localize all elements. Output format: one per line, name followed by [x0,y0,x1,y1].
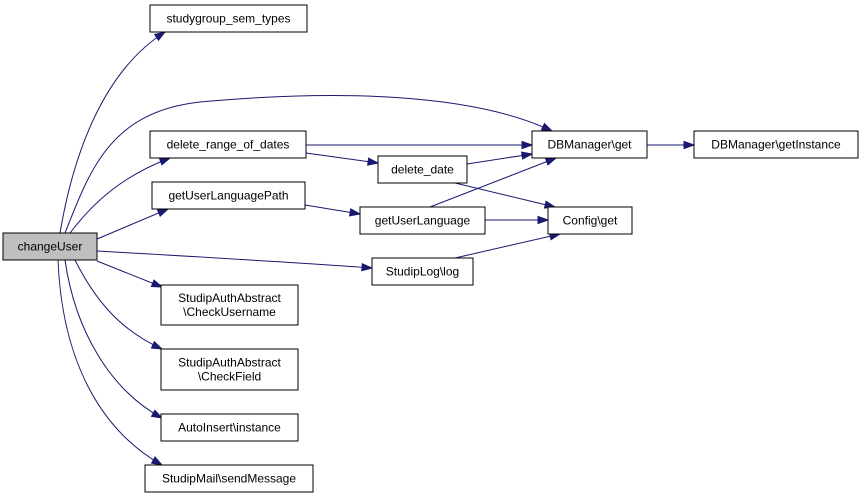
node-autoinsert_instance[interactable]: AutoInsert\instance [160,413,299,442]
node-box [693,130,859,159]
edge-delete_date-to-config_get [454,182,557,209]
node-label: Config\get [563,214,618,228]
arrowhead-icon [150,340,164,350]
node-studygroup_sem_types[interactable]: studygroup_sem_types [149,4,308,33]
node-label: getUserLanguagePath [168,189,288,203]
node-box [160,348,299,391]
arrowhead-icon [150,456,164,466]
edge-line [64,95,553,234]
node-box [160,413,299,442]
node-box [359,206,486,235]
node-label: AutoInsert\instance [178,421,281,435]
node-label: DBManager\get [547,138,632,152]
edge-line [96,260,163,288]
arrowhead-icon [158,157,172,166]
nodes-layer: changeUser studygroup_sem_types delete_ran… [2,4,859,493]
arrowhead-icon [348,208,362,217]
node-box [149,130,307,159]
edge-line [466,153,533,165]
edge-changeUser-to-auth_check_username [96,260,164,288]
edge-changeUser-to-studygroup_sem_types [59,31,167,234]
node-box [2,232,98,261]
node-box [377,155,468,184]
node-dbmanager_get[interactable]: DBManager\get [531,130,648,159]
node-box [149,4,308,33]
node-box [151,181,306,210]
arrowhead-icon [361,263,374,272]
node-getUserLanguagePath[interactable]: getUserLanguagePath [151,181,306,210]
arrowhead-icon [156,208,170,217]
edge-delete_range_of_dates-to-dbmanager_get [306,140,534,150]
edge-line [305,152,379,164]
node-auth_check_username[interactable]: StudipAuthAbstract\CheckUsername [160,284,299,326]
node-label: StudipLog\log [386,265,459,279]
node-label: delete_date [391,163,454,177]
edge-getUserLanguagePath-to-getUserLanguage [304,204,362,217]
edge-getUserLanguage-to-dbmanager_get [429,157,558,208]
node-delete_range_of_dates[interactable]: delete_range_of_dates [149,130,307,159]
node-box [160,284,299,326]
edge-line [74,259,163,350]
edge-line [454,233,561,259]
arrowhead-icon [367,157,380,166]
edge-changeUser-to-auth_check_field [74,259,164,350]
node-label: \CheckField [198,370,261,384]
edge-line [96,250,373,269]
arrowhead-icon [537,215,550,225]
edge-delete_date-to-dbmanager_get [466,151,534,165]
node-delete_date[interactable]: delete_date [377,155,468,184]
node-studipmail_send[interactable]: StudipMail\sendMessage [144,464,314,493]
node-label: \CheckUsername [183,305,276,319]
edge-changeUser-to-dbmanager_get [64,95,554,234]
node-box [144,464,314,493]
node-getUserLanguage[interactable]: getUserLanguage [359,206,486,235]
arrowhead-icon [544,157,558,166]
node-box [371,257,474,286]
edge-line [59,31,166,234]
node-label: getUserLanguage [375,214,471,228]
edge-changeUser-to-autoinsert_instance [64,259,164,419]
node-label: StudipAuthAbstract [178,291,281,305]
node-label: StudipAuthAbstract [178,356,281,370]
edge-getUserLanguage-to-config_get [485,215,550,225]
edge-dbmanager_get-to-dbmanager_getinstance [647,140,696,150]
edge-delete_range_of_dates-to-delete_date [305,152,380,166]
edge-line [96,208,169,240]
node-config_get[interactable]: Config\get [547,206,633,235]
edges-layer [57,31,696,466]
arrowhead-icon [150,409,164,419]
arrowhead-icon [150,279,164,288]
arrowhead-icon [540,122,554,132]
edge-changeUser-to-studipmail_send [57,259,164,466]
node-changeUser[interactable]: changeUser [2,232,98,261]
edge-line [57,259,163,466]
arrowhead-icon [683,140,696,150]
node-label: DBManager\getInstance [711,138,841,152]
node-label: StudipMail\sendMessage [162,472,296,486]
edge-line [454,182,556,208]
node-auth_check_field[interactable]: StudipAuthAbstract\CheckField [160,348,299,391]
arrowhead-icon [153,31,167,42]
edge-line [64,259,163,419]
arrowhead-icon [520,151,534,160]
node-label: studygroup_sem_types [166,12,290,26]
node-dbmanager_getinstance[interactable]: DBManager\getInstance [693,130,859,159]
edge-line [429,157,557,208]
node-box [547,206,633,235]
node-label: delete_range_of_dates [167,138,290,152]
arrowhead-icon [521,140,534,150]
edge-changeUser-to-getUserLanguagePath [96,208,170,240]
edge-line [69,157,171,234]
node-studiplog_log[interactable]: StudipLog\log [371,257,474,286]
edge-studiplog_log-to-config_get [454,232,562,259]
edge-changeUser-to-studiplog_log [96,250,374,272]
node-label: changeUser [18,240,83,254]
node-box [531,130,648,159]
